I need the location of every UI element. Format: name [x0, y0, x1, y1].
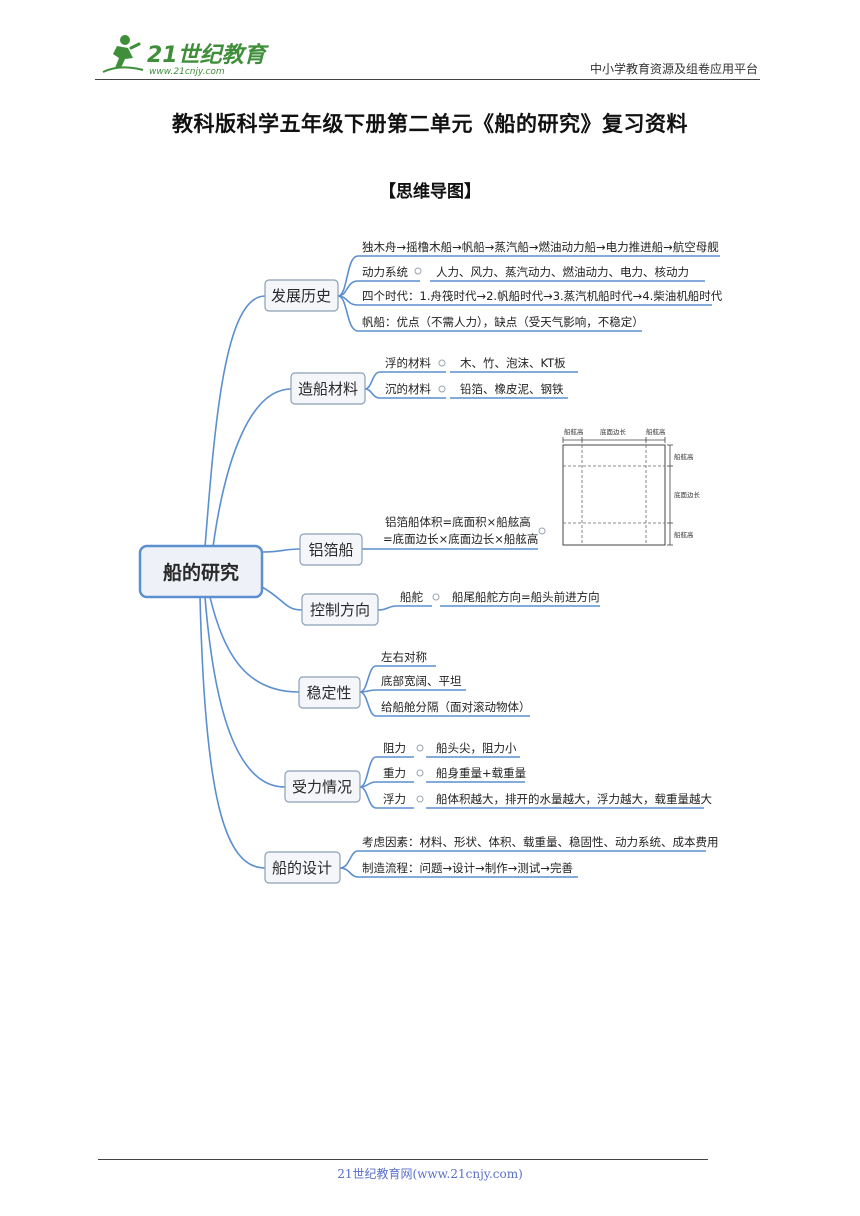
- buoy-label: 浮力: [383, 792, 406, 806]
- design-process: 制造流程：问题→设计→制作→测试→完善: [362, 861, 573, 875]
- diagram-label-top-left: 船舷高: [564, 427, 584, 436]
- history-power-value: 人力、风力、蒸汽动力、燃油动力、电力、核动力: [436, 265, 689, 279]
- gravity-value: 船身重量+载重量: [436, 766, 526, 780]
- history-eras: 四个时代：1.舟筏时代→2.帆船时代→3.蒸汽机船时代→4.柴油机船时代: [362, 289, 723, 303]
- header-divider: [95, 79, 760, 80]
- footer-text[interactable]: 21世纪教育网(www.21cnjy.com): [337, 1167, 523, 1181]
- diagram-label-right-mid: 底面边长: [674, 490, 701, 499]
- branch-design: 船的设计: [272, 859, 332, 877]
- foil-formula-1: 铝箔船体积=底面积×船舷高: [385, 515, 531, 529]
- root-label: 船的研究: [163, 561, 239, 584]
- platform-name: 中小学教育资源及组卷应用平台: [589, 62, 758, 76]
- history-power-label: 动力系统: [362, 265, 408, 279]
- runner-icon: [102, 35, 144, 73]
- page-header: 21世纪教育 www.21cnjy.com 中小学教育资源及组卷应用平台: [95, 30, 760, 80]
- logo-text: 21世纪教育: [147, 42, 270, 68]
- sink-label: 沉的材料: [385, 382, 431, 396]
- gravity-label: 重力: [383, 766, 406, 780]
- page-title: 教科版科学五年级下册第二单元《船的研究》复习资料: [172, 112, 688, 136]
- sink-value: 铅箔、橡皮泥、钢铁: [460, 382, 564, 396]
- resist-label: 阻力: [383, 741, 406, 755]
- branch-history: 发展历史: [271, 287, 331, 305]
- branch-materials: 造船材料: [298, 380, 358, 398]
- float-label: 浮的材料: [385, 356, 431, 370]
- branch-forces: 受力情况: [292, 778, 352, 796]
- history-evolution: 独木舟→摇橹木船→帆船→蒸汽船→燃油动力船→电力推进船→航空母舰: [362, 240, 719, 254]
- design-factors: 考虑因素：材料、形状、体积、载重量、稳固性、动力系统、成本费用: [362, 835, 719, 849]
- buoy-value: 船体积越大，排开的水量越大，浮力越大，载重量越大: [436, 792, 712, 806]
- connector-lines: [199, 255, 720, 878]
- stability-symmetric: 左右对称: [381, 650, 427, 664]
- section-subtitle: 【思维导图】: [379, 182, 481, 202]
- resist-value: 船头尖，阻力小: [436, 741, 517, 755]
- footer-divider: [98, 1159, 708, 1160]
- foil-boat-diagram: 船舷高 底面边长 船舷高 船舷高 底面边长 船舷高: [562, 427, 701, 546]
- history-sailboat: 帆船：优点（不需人力），缺点（受天气影响，不稳定）: [362, 315, 644, 329]
- stability-wide-bottom: 底部宽阔、平坦: [381, 674, 462, 688]
- diagram-label-right-bottom: 船舷高: [674, 530, 694, 539]
- diagram-label-top-mid: 底面边长: [600, 427, 627, 436]
- connector-dots: [414, 267, 546, 803]
- logo: 21世纪教育 www.21cnjy.com: [102, 35, 270, 76]
- diagram-label-right-top: 船舷高: [674, 452, 694, 461]
- diagram-label-top-right: 船舷高: [646, 427, 666, 436]
- rudder-value: 船尾船舵方向=船头前进方向: [452, 590, 600, 604]
- branch-boxes: [264, 279, 379, 884]
- root-node: 船的研究: [138, 544, 264, 599]
- logo-url: www.21cnjy.com: [149, 67, 225, 76]
- stability-compartments: 给船舱分隔（面对滚动物体）: [381, 700, 531, 714]
- foil-formula-2: =底面边长×底面边长×船舷高: [383, 532, 538, 546]
- branch-direction: 控制方向: [310, 601, 370, 619]
- branch-stability: 稳定性: [306, 684, 351, 702]
- float-value: 木、竹、泡沫、KT板: [460, 356, 566, 370]
- branch-foil-boat: 铝箔船: [308, 541, 353, 559]
- rudder-label: 船舵: [400, 590, 423, 604]
